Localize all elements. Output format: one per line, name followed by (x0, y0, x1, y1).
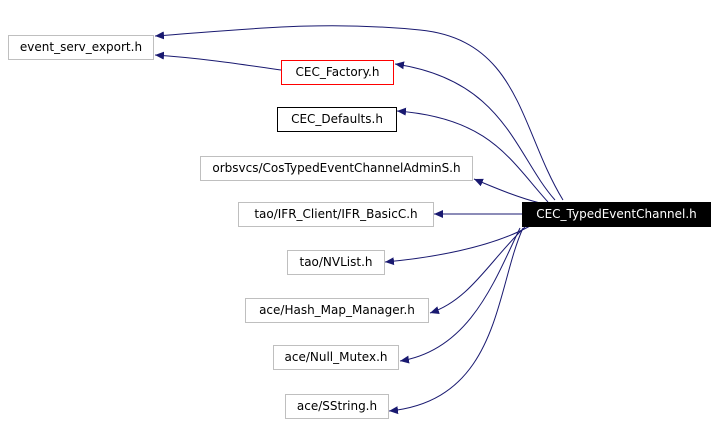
edge-typedeventchannel-to-hash-map-manager (429, 226, 526, 315)
node-null-mutex[interactable]: ace/Null_Mutex.h (273, 345, 399, 370)
node-label: CEC_TypedEventChannel.h (536, 207, 697, 221)
node-hash-map-manager[interactable]: ace/Hash_Map_Manager.h (245, 298, 429, 323)
edge-typedeventchannel-to-cos-admin (473, 178, 541, 204)
node-label: tao/IFR_Client/IFR_BasicC.h (254, 207, 418, 221)
node-cec-typed-event-channel[interactable]: CEC_TypedEventChannel.h (522, 202, 711, 227)
edge-typedeventchannel-to-null-mutex (399, 227, 521, 364)
node-label: ace/Null_Mutex.h (284, 350, 388, 364)
node-cec-defaults[interactable]: CEC_Defaults.h (277, 107, 397, 132)
edge-typedeventchannel-to-nvlist (384, 225, 531, 266)
node-ifr-basic-c[interactable]: tao/IFR_Client/IFR_BasicC.h (238, 202, 434, 227)
node-label: CEC_Factory.h (295, 65, 380, 79)
node-nvlist[interactable]: tao/NVList.h (287, 250, 385, 275)
node-sstring[interactable]: ace/SString.h (285, 394, 389, 419)
node-label: CEC_Defaults.h (291, 112, 383, 126)
edge-cec-factory-to-event-serv-export (154, 51, 282, 71)
node-label: ace/SString.h (296, 399, 378, 413)
node-cec-factory[interactable]: CEC_Factory.h (281, 60, 394, 85)
node-label: orbsvcs/CosTypedEventChannelAdminS.h (212, 161, 461, 175)
node-event-serv-export[interactable]: event_serv_export.h (8, 35, 154, 60)
node-label: ace/Hash_Map_Manager.h (259, 303, 415, 317)
node-label: event_serv_export.h (19, 40, 143, 54)
node-label: tao/NVList.h (299, 255, 373, 269)
node-cos-typed-event-channel-admin[interactable]: orbsvcs/CosTypedEventChannelAdminS.h (200, 156, 473, 181)
